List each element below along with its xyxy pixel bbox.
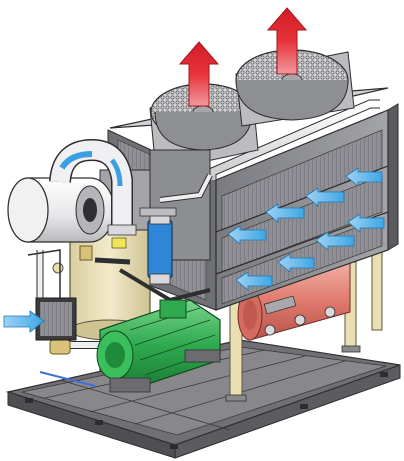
cooling-fan-right	[235, 49, 355, 127]
intake-arrow	[347, 213, 385, 233]
intake-arrow	[227, 225, 267, 245]
tank	[237, 261, 351, 341]
filter-intake-arrow	[3, 310, 45, 333]
intake-arrow	[315, 231, 355, 251]
intake-arrow	[277, 253, 315, 273]
intake-arrow	[265, 203, 305, 223]
blower-motor	[96, 299, 221, 393]
intake-arrows	[227, 167, 385, 291]
intake-filter-panel	[35, 297, 77, 341]
elbow-pipe	[49, 138, 137, 236]
skid-base-frame	[5, 339, 401, 459]
intake-arrow	[305, 187, 345, 207]
exhaust-arrow	[266, 7, 308, 75]
intake-arrow	[235, 271, 273, 291]
intake-arrow	[345, 167, 383, 187]
silencer	[7, 177, 115, 243]
exhaust-arrows	[178, 7, 308, 107]
air-filter	[139, 207, 177, 285]
exhaust-arrow	[178, 41, 220, 107]
